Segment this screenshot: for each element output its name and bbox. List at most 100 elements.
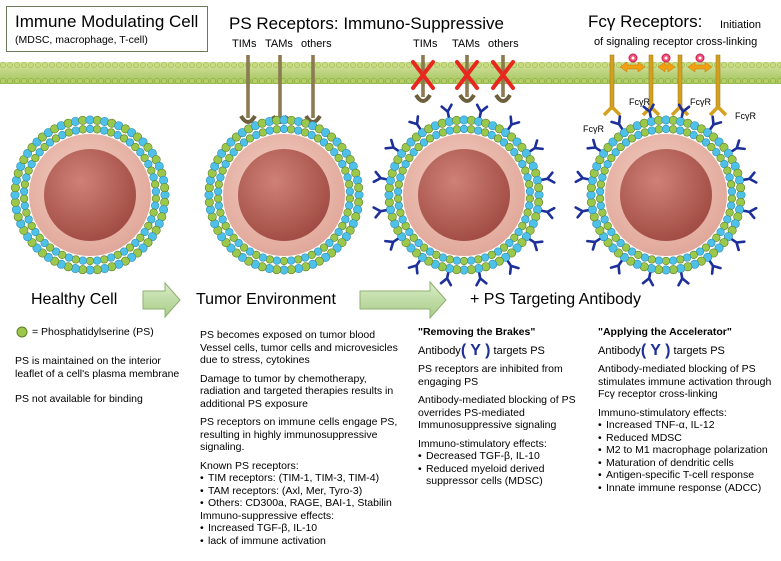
antibody-icon: ( Y ) <box>640 341 671 359</box>
col3-antibody-line: Antibody( Y ) targets PS <box>418 342 593 358</box>
col4-p1: Antibody-mediated blocking of PS stimula… <box>598 363 772 400</box>
box-title: Immune Modulating Cell <box>15 12 199 31</box>
immune-cell-membrane <box>0 62 781 84</box>
list-item: M2 to M1 macrophage polarization <box>598 444 778 457</box>
col4-ab-post: targets PS <box>673 344 725 357</box>
cell-1 <box>10 115 170 275</box>
antibody-icon <box>372 206 387 219</box>
ps-receptors <box>239 53 728 124</box>
rec-label-tims: TIMs <box>232 38 257 50</box>
col4-text: "Applying the Accelerator" Antibody( Y )… <box>598 326 778 494</box>
antibody-icon <box>529 139 544 153</box>
col4-ab-pre: Antibody <box>598 344 641 357</box>
list-item: Maturation of dendritic cells <box>598 457 778 470</box>
antibody-icon <box>586 138 601 152</box>
rec2-label-tams: TAMs <box>452 38 480 50</box>
antibody-icon <box>586 237 601 251</box>
list-item: Antigen-specific T-cell response <box>598 469 778 482</box>
col4-stim-heading: Immuno-stimulatory effects: <box>598 406 727 419</box>
antibody-icon <box>731 238 746 252</box>
signal-star-icon <box>695 53 705 63</box>
list-item: Increased TNF-α, IL-12 <box>598 419 778 432</box>
stage-antibody-label: + PS Targeting Antibody <box>470 291 641 308</box>
stage-tumor-label: Tumor Environment <box>196 291 336 308</box>
col2-known-heading: Known PS receptors: <box>200 459 299 472</box>
antibody-icon <box>439 272 453 287</box>
fcr-label-3: FcγR <box>690 97 711 107</box>
antibody-icon <box>475 103 489 118</box>
antibody-icon <box>731 139 746 153</box>
list-item: Decreased TGF-β, IL-10 <box>418 450 593 463</box>
antibody-icon <box>708 260 722 275</box>
ps-receptor <box>239 55 257 124</box>
col3-ab-post: targets PS <box>493 344 545 357</box>
antibody-icon <box>709 115 723 130</box>
col3-p1: PS receptors are inhibited from engaging… <box>418 363 563 388</box>
nucleus <box>44 149 136 241</box>
antibody-icon <box>642 103 655 118</box>
col3-stim-list: Decreased TGF-β, IL-10 Reduced myeloid d… <box>418 450 593 488</box>
list-item: lack of immune activation <box>200 535 400 548</box>
signal-star-icon <box>628 53 638 63</box>
nucleus <box>418 149 510 241</box>
col3-stim-heading: Immuno-stimulatory effects: <box>418 437 547 450</box>
col2-text: PS becomes exposed on tumor blood Vessel… <box>200 329 400 547</box>
antibody-icon <box>574 170 589 184</box>
fc-gamma-receptor <box>708 54 728 117</box>
stage-arrow-2 <box>359 280 447 320</box>
fcr-label-2: FcγR <box>629 97 650 107</box>
antibody-icon <box>610 115 624 130</box>
antibody-icon <box>641 272 655 287</box>
cells <box>10 103 758 287</box>
antibody-icon <box>440 103 453 118</box>
rec2-label-others: others <box>488 38 519 50</box>
list-item: Innate immune response (ADCC) <box>598 482 778 495</box>
immune-cell-box <box>6 6 208 52</box>
box-subtitle: (MDSC, macrophage, T-cell) <box>15 34 148 46</box>
antibody-icon <box>408 115 422 130</box>
ps-receptors-title: PS Receptors: Immuno-Suppressive <box>229 14 504 33</box>
col2-p3: PS receptors on immune cells engage PS, … <box>200 416 398 453</box>
list-item: Others: CD300a, RAGE, BAI-1, Stabilin <box>200 497 400 510</box>
nucleus <box>620 149 712 241</box>
list-item: TAM receptors: (Axl, Mer, Tyro-3) <box>200 485 400 498</box>
antibody-icon <box>677 103 691 118</box>
col1-p2: PS not available for binding <box>15 393 143 405</box>
cell-4 <box>574 103 758 287</box>
col2-known-list: TIM receptors: (TIM-1, TIM-3, TIM-4) TAM… <box>200 472 400 510</box>
nucleus <box>238 149 330 241</box>
antibody-icon <box>507 115 521 130</box>
antibody-icon <box>384 237 399 251</box>
antibody-icon <box>506 260 520 275</box>
list-item: Reduced MDSC <box>598 432 778 445</box>
block-x-icon <box>491 60 515 90</box>
fc-sub1: Initiation <box>720 19 761 31</box>
cross-link-arrow <box>619 61 646 73</box>
col1-p1: PS is maintained on the interior leaflet… <box>15 355 180 380</box>
antibody-icon <box>372 170 387 184</box>
cell-2 <box>204 115 364 275</box>
col3-p2: Antibody-mediated blocking of PS overrid… <box>418 394 576 431</box>
cross-link-arrow <box>687 61 713 73</box>
col3-heading: "Removing the Brakes" <box>418 326 536 338</box>
antibody-icon <box>743 171 758 184</box>
fcr-label-4: FcγR <box>735 111 756 121</box>
stage-healthy-label: Healthy Cell <box>31 291 118 308</box>
membrane-lipids <box>0 62 781 84</box>
antibody-icon <box>574 206 589 219</box>
col2-supp-list: Increased TGF-β, IL-10 lack of immune ac… <box>200 522 400 547</box>
fc-receptors-title: Fcγ Receptors: <box>588 12 703 31</box>
block-x-icon <box>455 60 479 90</box>
antibody-icon <box>541 206 556 220</box>
list-item: Increased TGF-β, IL-10 <box>200 522 400 535</box>
rec2-label-tims: TIMs <box>413 38 438 50</box>
col2-p2: Damage to tumor by chemotherapy, radiati… <box>200 372 394 410</box>
fc-sub2: of signaling receptor cross-linking <box>594 36 758 48</box>
col3-text: "Removing the Brakes" Antibody( Y ) targ… <box>418 326 593 488</box>
antibody-icon <box>407 260 421 275</box>
antibody-icon <box>541 171 556 184</box>
ps-legend-dot <box>16 326 28 338</box>
block-x-icon <box>411 60 435 90</box>
antibody-icon <box>609 260 623 275</box>
